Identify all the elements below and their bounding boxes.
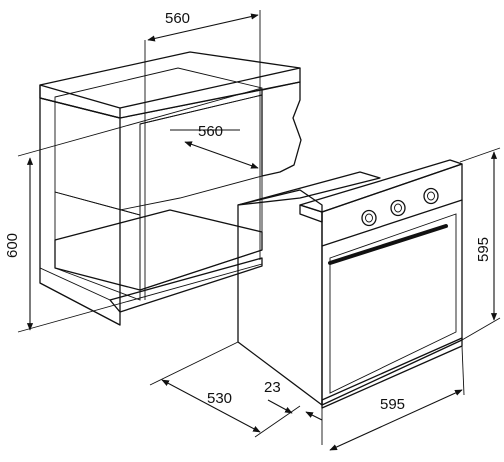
dim-oven-height-label: 595 — [475, 237, 492, 262]
cabinet-bottom — [54, 209, 263, 291]
knob-icon — [361, 187, 439, 227]
oven-top — [237, 171, 381, 206]
dim-front-panel-label: 23 — [264, 379, 281, 396]
cabinet — [39, 10, 302, 326]
dim-cabinet-depth-label: 560 — [198, 123, 223, 140]
cabinet-opening — [54, 67, 263, 216]
dimension-lines — [17, 13, 501, 451]
oven-side — [237, 189, 323, 406]
dim-oven-width-label: 595 — [380, 396, 405, 413]
dim-cabinet-width-label: 560 — [165, 10, 190, 27]
oven — [237, 159, 463, 409]
dim-cabinet-height-label: 600 — [4, 233, 21, 258]
cabinet-left-side — [39, 97, 121, 326]
dim-oven-depth-label: 530 — [207, 390, 232, 407]
cabinet-right-side — [261, 81, 302, 177]
handle-icon — [328, 224, 448, 265]
